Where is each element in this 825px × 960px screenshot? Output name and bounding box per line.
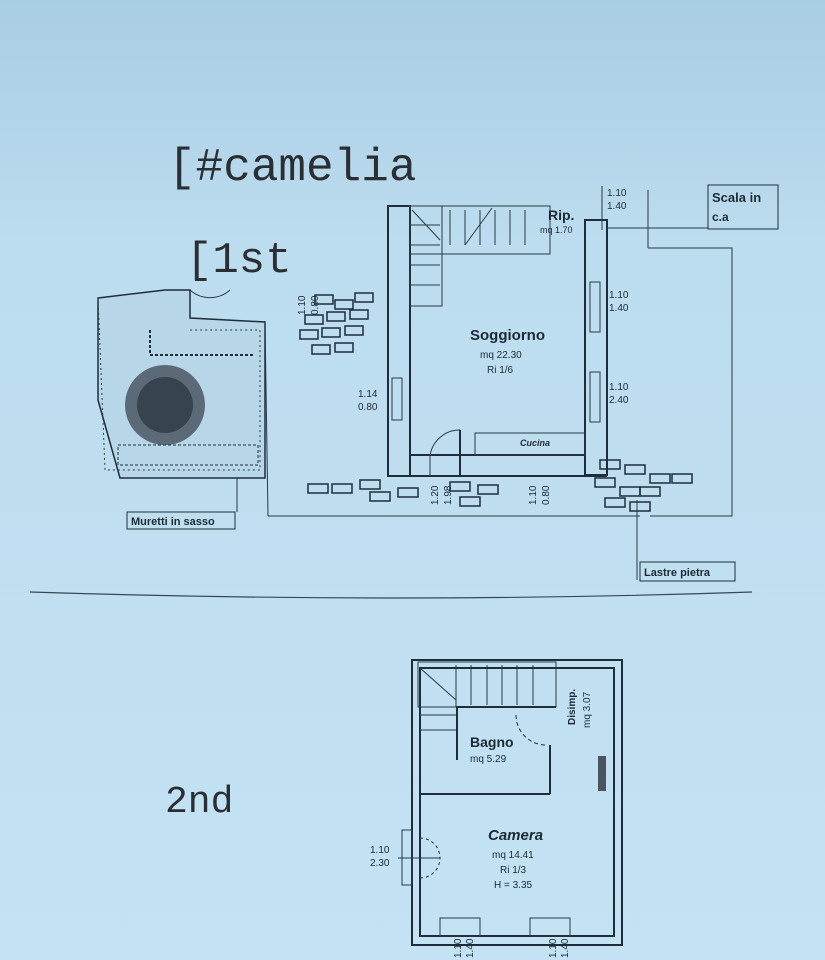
svg-text:2.30: 2.30 — [370, 858, 390, 869]
svg-text:1.40: 1.40 — [607, 201, 627, 212]
bottom-a-dim-1: 1.10 — [453, 938, 464, 958]
room-camera-height: H = 3.35 — [494, 880, 533, 891]
svg-text:1.10: 1.10 — [297, 295, 308, 315]
bottom-b-dim-2: 1.40 — [560, 938, 571, 958]
room-soggiorno-ratio: Ri 1/6 — [487, 365, 514, 376]
svg-text:1.10: 1.10 — [607, 188, 627, 199]
scala-callout-box — [707, 184, 779, 230]
lastre-callout: Lastre pietra — [644, 567, 711, 579]
svg-text:0.80: 0.80 — [541, 485, 552, 505]
room-bagno-name: Bagno — [470, 734, 514, 750]
bottom-a-dim-2: 1.40 — [465, 938, 476, 958]
svg-text:1.10: 1.10 — [370, 845, 390, 856]
svg-text:1.14: 1.14 — [358, 389, 378, 400]
scala-callout-line2: c.a — [712, 210, 729, 224]
muretti-callout-box — [126, 511, 236, 530]
room-camera-area: mq 14.41 — [492, 850, 534, 861]
second-floor-plan — [398, 659, 623, 946]
room-cucina-name: Cucina — [520, 438, 550, 448]
first-floor-label: [1st — [186, 236, 292, 286]
lastre-callout-box — [639, 561, 736, 582]
paper-fold-line — [29, 591, 753, 599]
document-title: [#camelia — [168, 142, 416, 194]
room-camera-name: Camera — [488, 827, 543, 844]
svg-text:1.40: 1.40 — [609, 303, 629, 314]
bottom-b-dim-1: 1.10 — [548, 938, 559, 958]
room-camera-ratio: Ri 1/3 — [500, 865, 527, 876]
muretti-callout: Muretti in sasso — [131, 516, 215, 528]
svg-text:1.10: 1.10 — [609, 382, 629, 393]
svg-text:2.40: 2.40 — [609, 395, 629, 406]
svg-text:1.10: 1.10 — [528, 485, 539, 505]
room-ripostiglio-name: Rip. — [548, 207, 574, 223]
kitchen-counter — [474, 432, 586, 456]
svg-text:1.20: 1.20 — [430, 485, 441, 505]
room-soggiorno-area: mq 22.30 — [480, 350, 522, 361]
room-soggiorno-name: Soggiorno — [470, 327, 545, 344]
room-ripostiglio-area: mq 1.70 — [540, 225, 573, 235]
second-floor-dimensions: 1.10 2.30 1.10 1.40 1.10 1.40 — [370, 845, 571, 958]
second-floor-label: 2nd — [165, 781, 233, 824]
svg-text:0.80: 0.80 — [358, 402, 378, 413]
first-floor-plan — [387, 186, 733, 580]
stone-paving — [299, 292, 693, 512]
scala-callout-line1: Scala in — [712, 190, 761, 205]
svg-text:0.80: 0.80 — [310, 295, 321, 315]
svg-text:1.10: 1.10 — [609, 290, 629, 301]
room-disimpegno-area: mq 3.07 — [582, 691, 593, 728]
svg-text:1.98: 1.98 — [443, 485, 454, 505]
garden-area — [97, 289, 640, 517]
first-floor-dimensions: 1.10 1.40 1.10 1.40 1.10 2.40 1.14 0.80 … — [297, 188, 629, 505]
room-disimpegno-name: Disimp. — [567, 689, 578, 725]
room-bagno-area: mq 5.29 — [470, 754, 507, 765]
